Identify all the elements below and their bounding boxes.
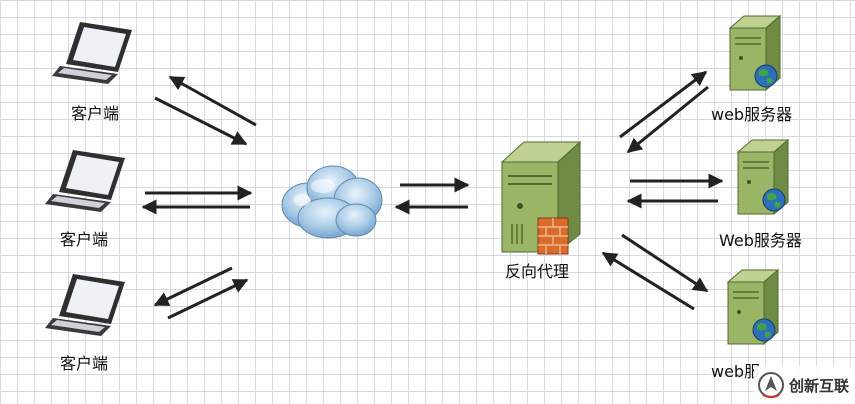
globe-icon (752, 318, 776, 342)
web-server-icon (728, 14, 782, 92)
arrow-proxy-to-server3 (621, 233, 709, 293)
laptop-icon (45, 274, 125, 336)
reverse-proxy-label: 反向代理 (505, 262, 570, 281)
arrow-cloud-to-client1 (168, 75, 257, 127)
client-3 (45, 272, 129, 340)
arrow-server1-to-proxy (626, 85, 709, 154)
web-server-3 (724, 268, 782, 352)
arrow-proxy-to-server1 (619, 70, 708, 139)
watermark-logo-icon (758, 372, 784, 398)
client-2-label: 客户端 (60, 230, 109, 249)
cloud (278, 160, 386, 246)
arrow-cloud-to-client3 (153, 266, 233, 307)
globe-icon (762, 188, 786, 212)
web-server-2 (734, 138, 792, 222)
globe-icon (754, 64, 778, 88)
laptop-icon (45, 150, 125, 212)
web-server-2-label: Web服务器 (719, 231, 802, 250)
client-1 (52, 20, 136, 88)
arrow-client1-to-cloud (154, 96, 248, 146)
arrow-server3-to-proxy (601, 251, 695, 311)
web-server-1-label: web服务器 (711, 105, 793, 124)
web-server-1 (726, 14, 784, 98)
laptop-icon (52, 22, 132, 84)
watermark: 创新互联 (754, 366, 855, 404)
client-3-label: 客户端 (60, 354, 109, 373)
client-1-label: 客户端 (71, 104, 120, 123)
cloud-icon (281, 165, 383, 239)
watermark-text: 创新互联 (789, 376, 850, 395)
web-server-3-label: web服 (711, 362, 761, 381)
client-2 (45, 148, 129, 216)
firewall-icon (537, 217, 569, 255)
web-server-icon (726, 268, 780, 346)
reverse-proxy (498, 140, 588, 262)
arrow-client3-to-cloud (167, 278, 249, 320)
web-server-icon (736, 138, 790, 216)
server-firewall-icon (500, 140, 582, 255)
